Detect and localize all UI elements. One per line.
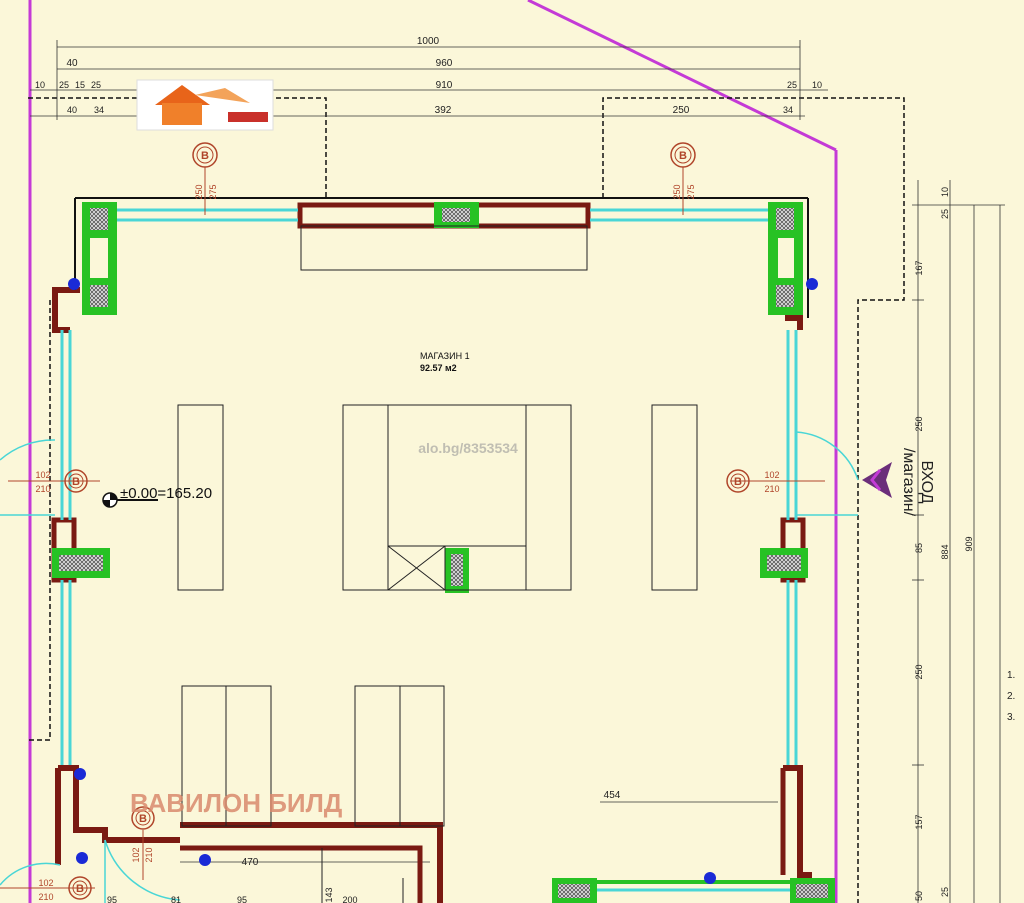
window-height-left: 275: [208, 184, 218, 199]
rdim-884: 884: [940, 544, 950, 559]
door-mark-right: В 102 210: [726, 469, 825, 494]
door-bottom-height: 210: [144, 847, 154, 862]
rdim-50: 50: [914, 891, 924, 901]
dim-392: 392: [435, 105, 452, 116]
door-mark-left: 102 210 В: [8, 469, 100, 494]
window-height-right: 275: [686, 184, 696, 199]
door-right-width: 102: [764, 470, 779, 480]
dim-200: 200: [342, 895, 357, 903]
rdim-85: 85: [914, 543, 924, 553]
dim-25c: 25: [787, 80, 797, 90]
dim-25a: 25: [59, 80, 69, 90]
list-marker-3: 3.: [1007, 712, 1015, 723]
dim-454: 454: [604, 790, 621, 801]
door-left-height: 210: [35, 484, 50, 494]
door-left-width: 102: [35, 470, 50, 480]
rdim-909: 909: [964, 536, 974, 551]
dimension-lines: [30, 40, 1005, 903]
dim-overall: 1000: [417, 36, 440, 47]
level-value: ±0.00=165.20: [120, 485, 212, 502]
door-bl-width: 102: [38, 878, 53, 888]
company-logo: [136, 79, 274, 131]
window-mark-right: В 250 275: [670, 142, 696, 215]
door-bottom-type: В: [139, 813, 147, 825]
dim-10: 10: [35, 80, 45, 90]
downpipes: [68, 278, 818, 884]
rdim-25b: 25: [940, 887, 950, 897]
door-bl-type: В: [76, 883, 84, 895]
window-width-right: 250: [672, 184, 682, 199]
entry-arrow-icon: [862, 462, 892, 498]
rdim-167: 167: [914, 260, 924, 275]
rdim-10: 10: [940, 187, 950, 197]
room-area: 92.57 м2: [420, 363, 457, 373]
rdim-250b: 250: [914, 664, 924, 679]
door-right-type: В: [734, 476, 742, 488]
dim-40b: 40: [67, 105, 77, 115]
rdim-250a: 250: [914, 416, 924, 431]
brand-watermark: ВАВИЛОН БИЛД: [130, 788, 343, 818]
rdim-25: 25: [940, 209, 950, 219]
rdim-157: 157: [914, 814, 924, 829]
dim-25b: 25: [91, 80, 101, 90]
dim-250: 250: [673, 105, 690, 116]
window-type-left: В: [201, 150, 209, 162]
dim-10b: 10: [812, 80, 822, 90]
dim-95b: 95: [237, 895, 247, 903]
entry-sublabel: /магазин/: [900, 448, 917, 517]
dim-34: 34: [94, 105, 104, 115]
door-mark-bottom-left: 102 210 В: [0, 876, 95, 902]
dim-81: 81: [171, 895, 181, 903]
columns: [52, 202, 835, 903]
door-left-type: В: [72, 476, 80, 488]
dim-470: 470: [242, 857, 259, 868]
window-mark-left: В 250 275: [192, 142, 218, 215]
dim-910: 910: [436, 80, 453, 91]
door-right-height: 210: [764, 484, 779, 494]
dim-143: 143: [324, 887, 334, 902]
list-marker-2: 2.: [1007, 691, 1015, 702]
dim-960: 960: [436, 58, 453, 69]
door-bl-height: 210: [38, 892, 53, 902]
interior-fixtures: [177, 225, 698, 903]
watermark: alo.bg/8353534: [418, 440, 518, 456]
window-type-right: В: [679, 150, 687, 162]
dim-15: 15: [75, 80, 85, 90]
dashed-outline: [28, 97, 905, 903]
dim-left-40: 40: [66, 58, 78, 69]
level-mark: ±0.00=165.20: [102, 485, 212, 508]
door-bottom-width: 102: [131, 847, 141, 862]
door-swings: [0, 431, 859, 903]
dim-34b: 34: [783, 105, 793, 115]
window-width-left: 250: [194, 184, 204, 199]
dim-95a: 95: [107, 895, 117, 903]
list-marker-1: 1.: [1007, 670, 1015, 681]
windows: [60, 208, 800, 892]
door-mark-bottom: В 102 210: [131, 806, 155, 880]
room-name: МАГАЗИН 1: [420, 351, 470, 361]
entry-label: ВХОД: [918, 460, 935, 503]
site-boundary: [28, 0, 838, 903]
